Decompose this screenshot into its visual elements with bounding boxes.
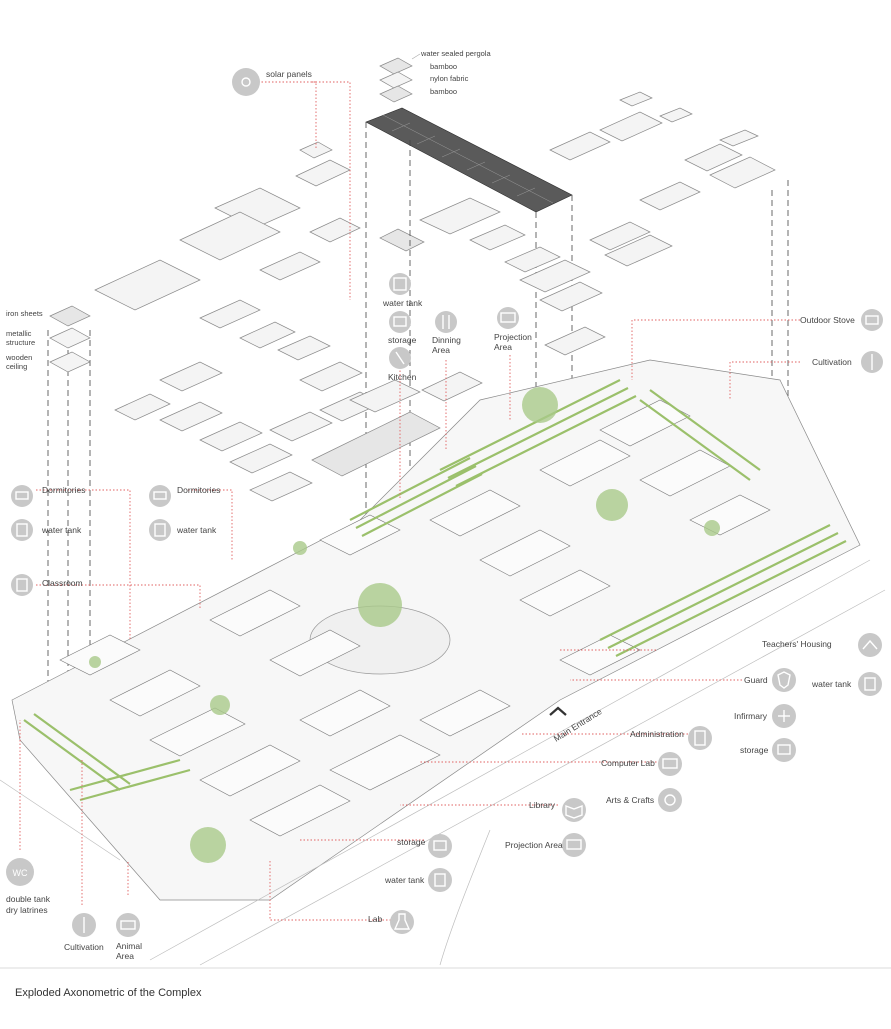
metallic-label: metallic	[6, 329, 32, 338]
water-tank-right-label: water tank	[811, 679, 852, 689]
animal-label-1: Animal	[116, 941, 142, 951]
water-tank-mid-label: water tank	[176, 525, 217, 535]
stove-icon	[861, 309, 883, 331]
lab-label: Lab	[368, 914, 382, 924]
bamboo-bottom-label: bamboo	[430, 87, 457, 96]
cow-icon	[116, 913, 140, 937]
cultivation-right-label: Cultivation	[812, 357, 852, 367]
storage-icon	[389, 311, 411, 333]
wooden-label: wooden	[5, 353, 32, 362]
cultivation-rows	[23, 379, 847, 802]
solar-panel-icon	[232, 68, 260, 96]
water-tank-icon	[428, 868, 452, 892]
filing-cabinet-icon	[688, 726, 712, 750]
bamboo-top-label: bamboo	[430, 62, 457, 71]
wc-label: WC	[13, 868, 28, 878]
drawing-caption: Exploded Axonometric of the Complex	[15, 987, 202, 999]
solar-panel-array	[365, 107, 573, 252]
water-tank-bottom-label: water tank	[384, 875, 425, 885]
kitchen-label: Kitchen	[388, 372, 417, 382]
dining-label-2: Area	[432, 345, 450, 355]
dorm-left-label: Dormitories	[42, 485, 85, 495]
iron-sheets-label: iron sheets	[6, 309, 43, 318]
cultivation-bottom-label: Cultivation	[64, 942, 104, 952]
dorm-mid-label: Dormitories	[177, 485, 220, 495]
projection-label-1: Projection	[494, 332, 532, 342]
outdoor-stove-label: Outdoor Stove	[800, 315, 855, 325]
dining-label-1: Dinning	[432, 335, 461, 345]
projector-icon	[497, 307, 519, 329]
bed-icon	[149, 485, 171, 507]
water-tank-icon	[11, 519, 33, 541]
water-tank-top-label: water tank	[382, 298, 423, 308]
wc-icon: WC	[6, 858, 34, 886]
library-label: Library	[529, 800, 556, 810]
nylon-label: nylon fabric	[430, 74, 469, 83]
infirmary-label: Infirmary	[734, 711, 768, 721]
classroom-label: Classroom	[42, 578, 83, 588]
open-book-icon	[562, 798, 586, 822]
storage-bottom-label: storage	[397, 837, 426, 847]
pergola-layers: water sealed pergola bamboo nylon fabric…	[379, 49, 491, 103]
storage-icon	[772, 738, 796, 762]
palette-icon	[658, 788, 682, 812]
main-entrance-label: Main Entrance	[552, 706, 604, 744]
projection-area-label: Projection Area	[505, 840, 563, 850]
first-aid-icon	[772, 704, 796, 728]
wheat-icon	[861, 351, 883, 373]
storage-right-label: storage	[740, 745, 769, 755]
wheat-icon	[72, 913, 96, 937]
guard-label: Guard	[744, 675, 768, 685]
projector-icon	[562, 833, 586, 857]
roof-layers-left	[49, 305, 91, 373]
monitor-icon	[658, 752, 682, 776]
ceiling-label: ceiling	[6, 362, 27, 371]
shield-icon	[772, 668, 796, 692]
structure-label: structure	[6, 338, 35, 347]
cutlery-icon	[435, 311, 457, 333]
water-tank-icon	[149, 519, 171, 541]
bed-icon	[11, 485, 33, 507]
latrines-label-1: double tank	[6, 894, 51, 904]
solar-label: solar panels	[266, 69, 312, 79]
projection-label-2: Area	[494, 342, 512, 352]
book-icon	[11, 574, 33, 596]
leader-lines	[19, 81, 800, 921]
pergola-label: water sealed pergola	[420, 49, 491, 58]
water-tank-left-label: water tank	[41, 525, 82, 535]
latrines-label-2: dry latrines	[6, 905, 48, 915]
water-tank-icon	[389, 273, 411, 295]
storage-top-label: storage	[388, 335, 417, 345]
kitchen-icon	[389, 347, 411, 369]
storage-icon	[428, 834, 452, 858]
flask-icon	[390, 910, 414, 934]
exploded-roofs	[94, 91, 776, 502]
house-icon	[858, 633, 882, 657]
teachers-housing-label: Teachers' Housing	[762, 639, 832, 649]
animal-label-2: Area	[116, 951, 134, 961]
arts-crafts-label: Arts & Crafts	[606, 795, 654, 805]
water-tank-icon	[858, 672, 882, 696]
computer-lab-label: Computer Lab	[601, 758, 655, 768]
site-plan: Main Entrance	[0, 359, 886, 966]
administration-label: Administration	[630, 729, 684, 739]
